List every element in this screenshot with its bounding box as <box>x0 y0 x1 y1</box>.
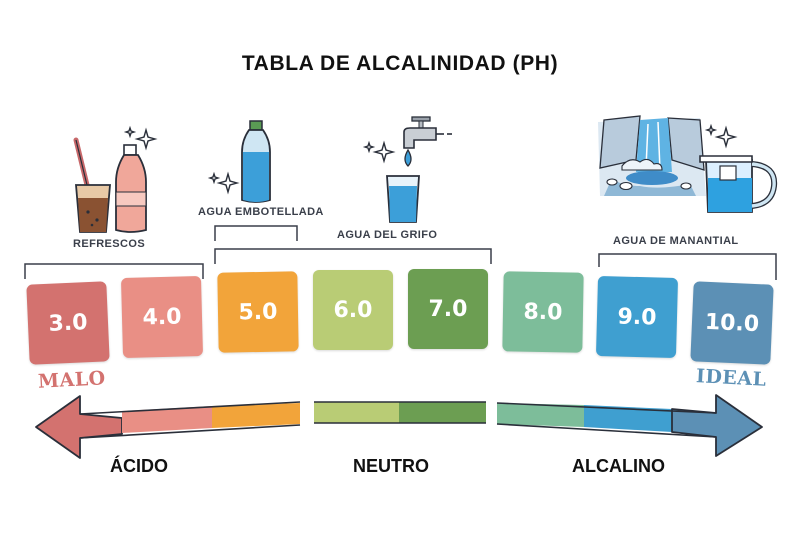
ph-value: 4.0 <box>142 303 182 331</box>
ph-tile-8: 8.0 <box>502 271 584 353</box>
label-alcalino: ALCALINO <box>572 456 665 476</box>
label-malo: MALO <box>37 367 107 393</box>
sparkle-icon <box>362 140 396 164</box>
label-ideal: IDEAL <box>695 365 767 391</box>
label-refrescos: REFRESCOS <box>73 238 146 250</box>
ph-value: 5.0 <box>238 299 278 325</box>
ph-value: 3.0 <box>47 309 89 337</box>
ph-tile-10: 10.0 <box>690 281 774 365</box>
ph-tile-4: 4.0 <box>120 275 204 359</box>
water-pitcher-icon <box>699 155 778 213</box>
ph-scale-arrow <box>35 394 763 459</box>
label-acido: ÁCIDO <box>110 456 168 476</box>
ph-value: 7.0 <box>428 296 468 322</box>
tap-faucet-icon <box>386 116 452 223</box>
waterfall-icon <box>598 115 706 196</box>
water-bottle-icon <box>241 120 271 203</box>
ph-value: 6.0 <box>333 297 373 323</box>
ph-tile-7: 7.0 <box>408 269 488 349</box>
ph-tile-9: 9.0 <box>595 275 679 359</box>
sparkle-icon <box>123 125 158 151</box>
bracket-lines <box>24 225 777 280</box>
sparkle-icon <box>207 171 240 195</box>
ph-tile-6: 6.0 <box>313 270 393 350</box>
ph-tile-5: 5.0 <box>217 271 299 353</box>
soda-glass-icon <box>73 137 111 233</box>
label-agua-de-manantial: AGUA DE MANANTIAL <box>613 235 739 247</box>
label-agua-del-grifo: AGUA DEL GRIFO <box>337 229 438 241</box>
soda-bottle-icon <box>115 144 147 233</box>
sparkle-icon <box>704 123 738 149</box>
ph-tile-3: 3.0 <box>26 281 110 365</box>
ph-value: 10.0 <box>704 309 760 337</box>
ph-value: 9.0 <box>617 303 657 331</box>
label-neutro: NEUTRO <box>353 456 429 476</box>
page-title: TABLA DE ALCALINIDAD (PH) <box>241 52 559 75</box>
label-agua-embotellada: AGUA EMBOTELLADA <box>198 206 324 218</box>
ph-value: 8.0 <box>523 299 563 325</box>
